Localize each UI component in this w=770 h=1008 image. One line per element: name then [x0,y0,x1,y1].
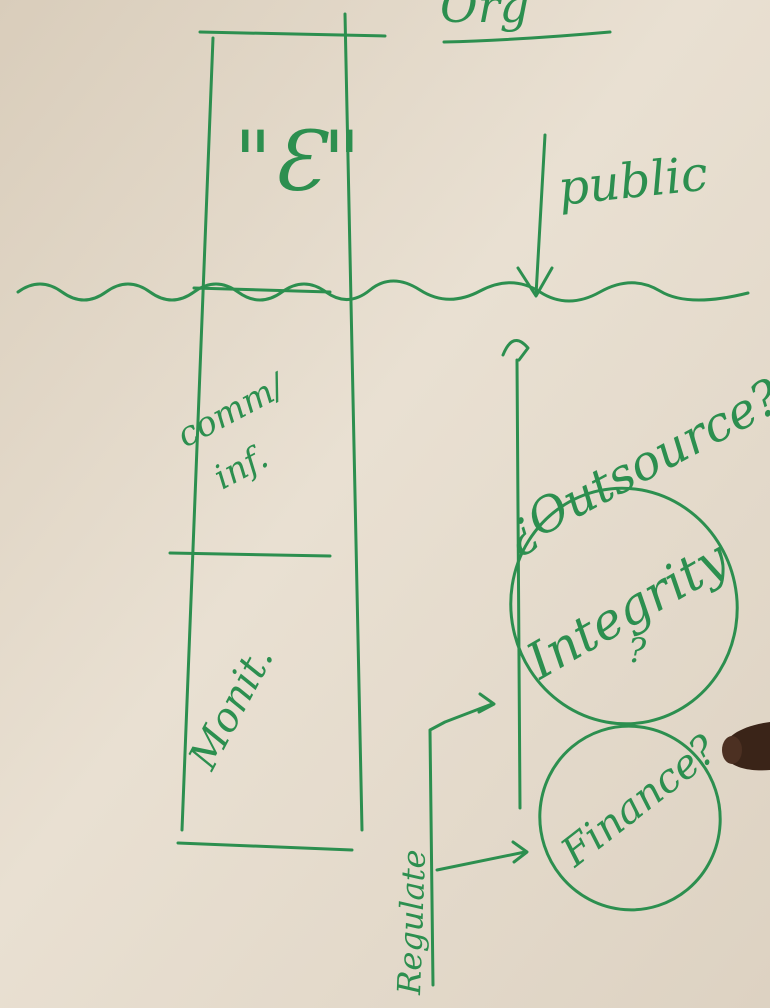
column-top-line [198,30,387,38]
column-left-line [180,36,215,832]
column-divider-upper [192,286,332,294]
integrity-ellipse [509,486,739,726]
upward-arrow-head [501,339,530,362]
column-divider-lower [168,551,332,558]
column-right-line [343,12,364,832]
integrity-question-mark: ? [628,631,647,671]
column-bottom-line [176,841,354,852]
finance-ellipse [538,724,722,912]
public-arrow-head [516,266,554,298]
waterline-wave [16,279,750,303]
epsilon-symbol: "Ɛ" [234,115,361,210]
title-fragment: Org [440,0,529,33]
regulate-label: Regulate [390,849,433,996]
upward-arrow-shaft [515,358,522,810]
presenter-finger [722,722,770,771]
regulate-arrow-lower-head [511,840,529,864]
regulate-arrow-upper-head [477,692,496,714]
title-underline [442,30,612,44]
public-arrow-shaft [534,133,547,297]
regulate-arrow-upper [428,702,494,987]
regulate-arrow-lower [435,850,527,872]
